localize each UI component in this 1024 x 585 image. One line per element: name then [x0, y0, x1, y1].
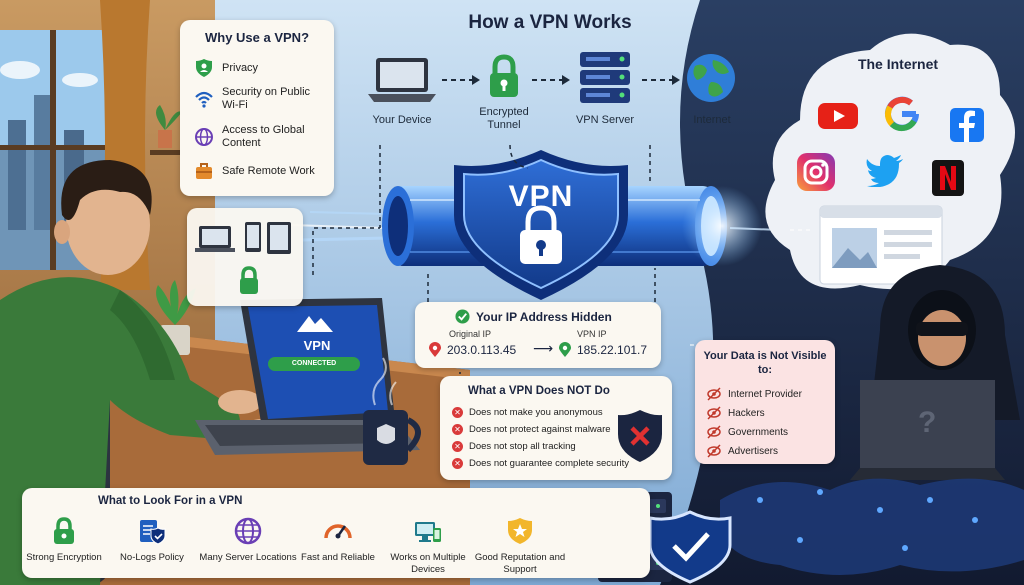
- look-item-locations: Many Server Locations: [198, 516, 298, 564]
- globe-icon: [234, 517, 262, 545]
- why-item-label: Privacy: [222, 61, 259, 74]
- not-visible-item: Hackers: [707, 406, 765, 420]
- red-location-pin-icon: [429, 342, 441, 357]
- internet-heading: The Internet: [857, 56, 939, 72]
- shield-person-icon: [196, 59, 212, 77]
- not-visible-item: Governments: [707, 425, 788, 439]
- instagram-icon: [797, 153, 835, 191]
- no-logs-shield-icon: [140, 520, 166, 545]
- vpn-ip-label: VPN IP: [577, 329, 607, 339]
- lock-icon: [490, 54, 518, 97]
- page-title: How a VPN Works: [468, 12, 632, 33]
- devices-icon: [195, 222, 291, 254]
- flow-label-internet: Internet: [693, 114, 731, 126]
- eye-slash-icon: [707, 387, 721, 401]
- eye-slash-icon: [707, 425, 721, 439]
- shield-x-icon: [618, 410, 662, 462]
- lock-icon: [240, 266, 258, 294]
- why-item-global: Access to Global Content: [194, 124, 322, 150]
- not-do-card: What a VPN Does NOT Do ✕Does not make yo…: [440, 376, 672, 480]
- green-location-pin-icon: [559, 342, 571, 357]
- laptop-vpn-text: VPN: [303, 338, 331, 353]
- look-item-encryption: Strong Encryption: [14, 516, 114, 564]
- check-circle-icon: [455, 309, 470, 324]
- original-ip-label: Original IP: [449, 329, 492, 339]
- flow-label-server: VPN Server: [575, 114, 635, 126]
- look-item-speed: Fast and Reliable: [288, 516, 388, 564]
- why-item-label: Security on Public Wi-Fi: [222, 86, 311, 111]
- star-shield-icon: [508, 518, 532, 544]
- x-icon: ✕: [452, 407, 463, 418]
- not-visible-item: Internet Provider: [707, 387, 802, 401]
- wifi-icon: [195, 91, 213, 108]
- not-visible-item: Advertisers: [707, 444, 778, 458]
- x-icon: ✕: [452, 424, 463, 435]
- arrow-right-icon: ⟶: [533, 340, 554, 356]
- why-item-wifi: Security on Public Wi-Fi: [194, 86, 322, 112]
- look-item-devices: Works on Multiple Devices: [378, 516, 478, 576]
- mountain-logo-icon: [297, 316, 333, 332]
- ip-hidden-card: Your IP Address Hidden Original IP VPN I…: [415, 302, 661, 368]
- eye-slash-icon: [707, 444, 721, 458]
- look-for-card: What to Look For in a VPN Strong Encrypt…: [22, 488, 650, 578]
- vpn-ip-value: 185.22.101.7: [577, 343, 648, 357]
- lock-icon: [54, 517, 74, 544]
- google-icon: [885, 96, 919, 132]
- twitter-icon: [866, 155, 903, 187]
- why-item-privacy: Privacy: [194, 58, 322, 78]
- not-do-item: ✕Does not protect against malware: [452, 424, 611, 435]
- why-item-label: Safe Remote Work: [222, 164, 315, 177]
- why-vpn-card: Why Use a VPN? Privacy Security on Publi…: [180, 20, 334, 196]
- look-for-heading: What to Look For in a VPN: [98, 495, 243, 507]
- not-visible-card: Your Data is Not Visible to: Internet Pr…: [695, 340, 835, 464]
- connected-badge: CONNECTED: [268, 357, 360, 371]
- youtube-icon: [818, 103, 858, 129]
- ip-hidden-heading: Your IP Address Hidden: [476, 309, 612, 324]
- devices-card: [187, 208, 303, 306]
- vpn-server-icon: [580, 52, 630, 103]
- not-do-heading: What a VPN Does NOT Do: [468, 385, 610, 397]
- not-do-item: ✕Does not make you anonymous: [452, 407, 603, 418]
- flow-label-device: Your Device: [372, 114, 432, 126]
- globe-earth-icon: [687, 54, 735, 102]
- shield-vpn-text: VPN: [508, 180, 574, 213]
- eye-slash-icon: [707, 406, 721, 420]
- globe-icon: [195, 128, 213, 146]
- why-item-label: Access to Global Content: [222, 124, 305, 149]
- not-do-item: ✕Does not guarantee complete security: [452, 458, 629, 469]
- briefcase-icon: [196, 163, 212, 179]
- look-item-reputation: Good Reputation and Support: [470, 516, 570, 576]
- x-icon: ✕: [452, 441, 463, 452]
- ip-hidden-header: Your IP Address Hidden: [455, 309, 612, 324]
- not-visible-heading: Your Data is Not Visible to:: [703, 350, 827, 376]
- laptop-icon: [368, 58, 436, 102]
- devices-icon: [415, 522, 441, 542]
- why-vpn-heading: Why Use a VPN?: [204, 30, 310, 45]
- speedometer-icon: [324, 524, 352, 539]
- look-item-no-logs: No-Logs Policy: [102, 516, 202, 564]
- not-do-item: ✕Does not stop all tracking: [452, 441, 576, 452]
- facebook-icon: [950, 108, 984, 142]
- flow-label-tunnel: Encrypted Tunnel: [479, 106, 529, 131]
- netflix-icon: [932, 160, 964, 196]
- why-item-remote: Safe Remote Work: [194, 161, 322, 181]
- original-ip-value: 203.0.113.45: [447, 343, 517, 357]
- svg-text:?: ?: [918, 406, 936, 439]
- x-icon: ✕: [452, 458, 463, 469]
